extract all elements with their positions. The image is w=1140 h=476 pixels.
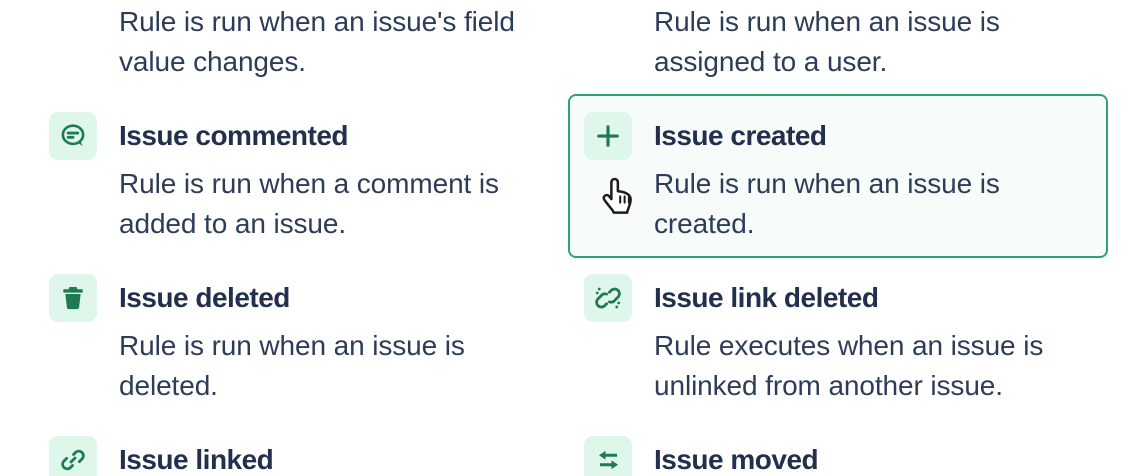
link-icon xyxy=(49,436,97,476)
trigger-title: Issue link deleted xyxy=(654,282,879,313)
trigger-title: Issue created xyxy=(654,120,827,151)
comment-icon xyxy=(49,112,97,160)
trigger-description: Rule is run when a comment is added to a… xyxy=(119,168,499,239)
trigger-title: Issue linked xyxy=(119,444,274,475)
trigger-description: Rule is run when an issue is deleted. xyxy=(119,330,465,401)
trigger-card-issue-commented[interactable]: Issue commented Rule is run when a comme… xyxy=(33,94,568,258)
trigger-description: Rule is run when an issue's field value … xyxy=(119,6,515,77)
trigger-description: Rule executes when an issue is unlinked … xyxy=(654,330,1044,401)
trigger-card-issue-deleted[interactable]: Issue deleted Rule is run when an issue … xyxy=(33,256,568,420)
trigger-card-issue-moved[interactable]: Issue moved xyxy=(568,418,1108,476)
trigger-card-issue-link-deleted[interactable]: Issue link deleted Rule executes when an… xyxy=(568,256,1108,420)
trigger-grid: Rule is run when an issue's field value … xyxy=(33,0,1108,476)
broken-link-icon xyxy=(584,274,632,322)
trigger-description: Rule is run when an issue is created. xyxy=(654,168,1000,239)
trigger-title: Issue deleted xyxy=(119,282,290,313)
plus-icon xyxy=(584,112,632,160)
trigger-title: Issue moved xyxy=(654,444,819,475)
trigger-card-issue-created[interactable]: Issue created Rule is run when an issue … xyxy=(568,94,1108,258)
trigger-card-issue-assigned[interactable]: Rule is run when an issue is assigned to… xyxy=(568,0,1108,96)
trigger-card-issue-linked[interactable]: Issue linked xyxy=(33,418,568,476)
trigger-title: Issue commented xyxy=(119,120,349,151)
trigger-card-field-value-changed[interactable]: Rule is run when an issue's field value … xyxy=(33,0,568,96)
trigger-description: Rule is run when an issue is assigned to… xyxy=(654,6,1000,77)
trash-icon xyxy=(49,274,97,322)
transfer-arrows-icon xyxy=(584,436,632,476)
